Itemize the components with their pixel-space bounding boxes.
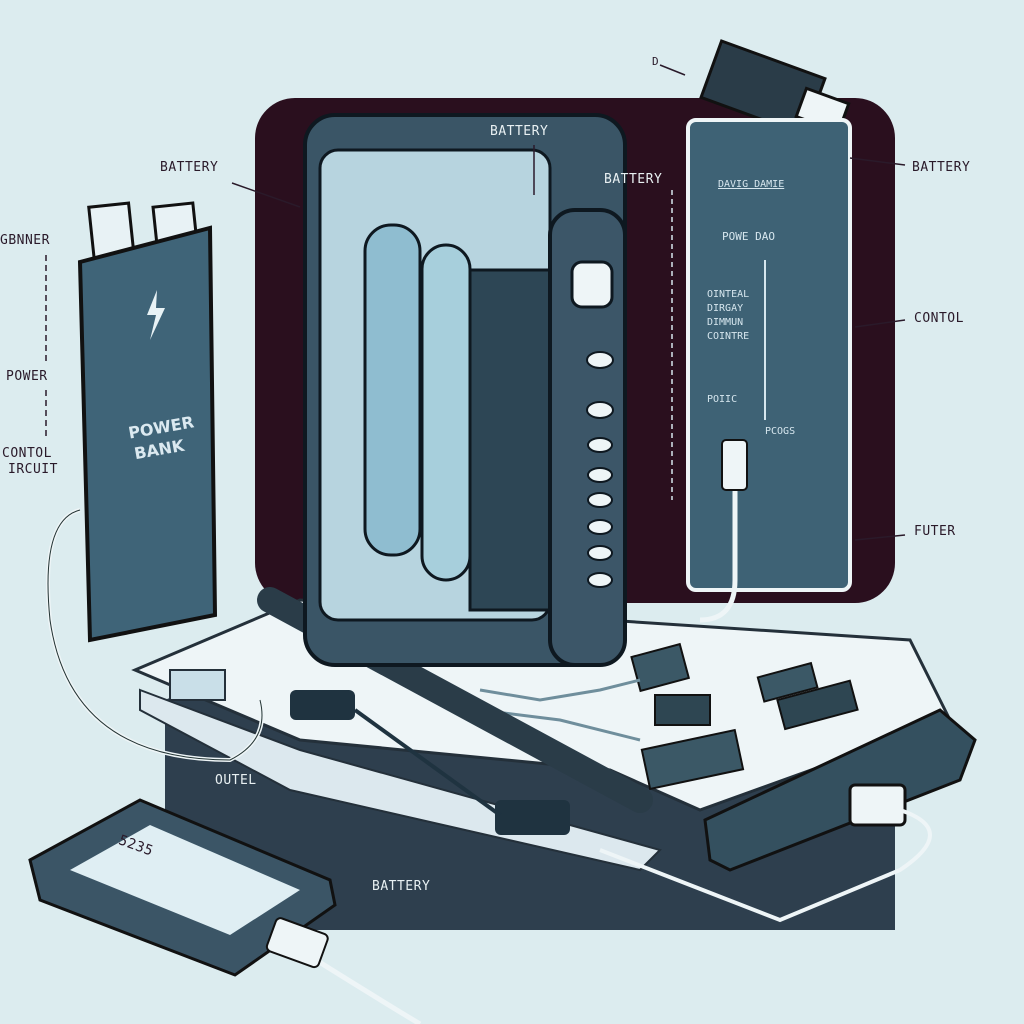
label-futer: FUTER — [914, 524, 956, 539]
label-control: CONTOL — [2, 446, 52, 461]
label-battery-right: BATTERY — [912, 160, 971, 175]
label-battery-mid: BATTERY — [604, 172, 663, 187]
label-circuit: IRCUIT — [8, 462, 58, 477]
panel-line: COINTRE — [707, 331, 750, 342]
left-cable-outline — [47, 509, 263, 761]
case-port — [570, 260, 614, 309]
chip — [776, 679, 859, 731]
label-power: POWER — [6, 369, 48, 384]
chip — [756, 661, 819, 703]
hub — [703, 708, 977, 872]
connector — [495, 800, 570, 835]
chip — [169, 669, 226, 701]
label-outel: OUTEL — [215, 773, 257, 788]
label-control-right: CONTOL — [914, 311, 964, 326]
battery-pack — [468, 268, 552, 612]
label-gbnner: GBNNER — [0, 233, 50, 248]
panel-line: DIMMUN — [707, 317, 744, 328]
panel-line: PCOGS — [765, 426, 796, 437]
power-bank-body — [77, 225, 218, 643]
panel-title: DAVIG DAMIE — [718, 179, 785, 190]
right-cable — [699, 440, 738, 623]
battery-cell — [420, 243, 472, 582]
chip — [654, 694, 711, 726]
hub-port — [848, 783, 907, 827]
label-d: D — [652, 55, 660, 68]
lightning-icon — [147, 290, 165, 340]
trace — [479, 678, 641, 702]
chip — [640, 728, 745, 791]
leader-lines — [45, 64, 906, 541]
label-battery-left: BATTERY — [160, 160, 219, 175]
battery-cell — [363, 223, 422, 557]
panel-line: OINTEAL — [707, 289, 750, 300]
phone-screen — [70, 825, 300, 935]
chip — [630, 642, 691, 693]
label-battery-top: BATTERY — [490, 124, 549, 139]
panel-line: DIRGAY — [707, 303, 744, 314]
connector — [290, 690, 355, 720]
label-battery-bottom: BATTERY — [372, 879, 431, 894]
panel-subtitle: POWE DAO — [722, 230, 775, 243]
cable — [353, 708, 502, 817]
vent-slots — [586, 351, 614, 588]
cable-plug — [721, 439, 748, 491]
hub-cable — [599, 808, 932, 923]
phone-plug — [265, 917, 329, 969]
panel-line: POIIC — [707, 394, 738, 405]
